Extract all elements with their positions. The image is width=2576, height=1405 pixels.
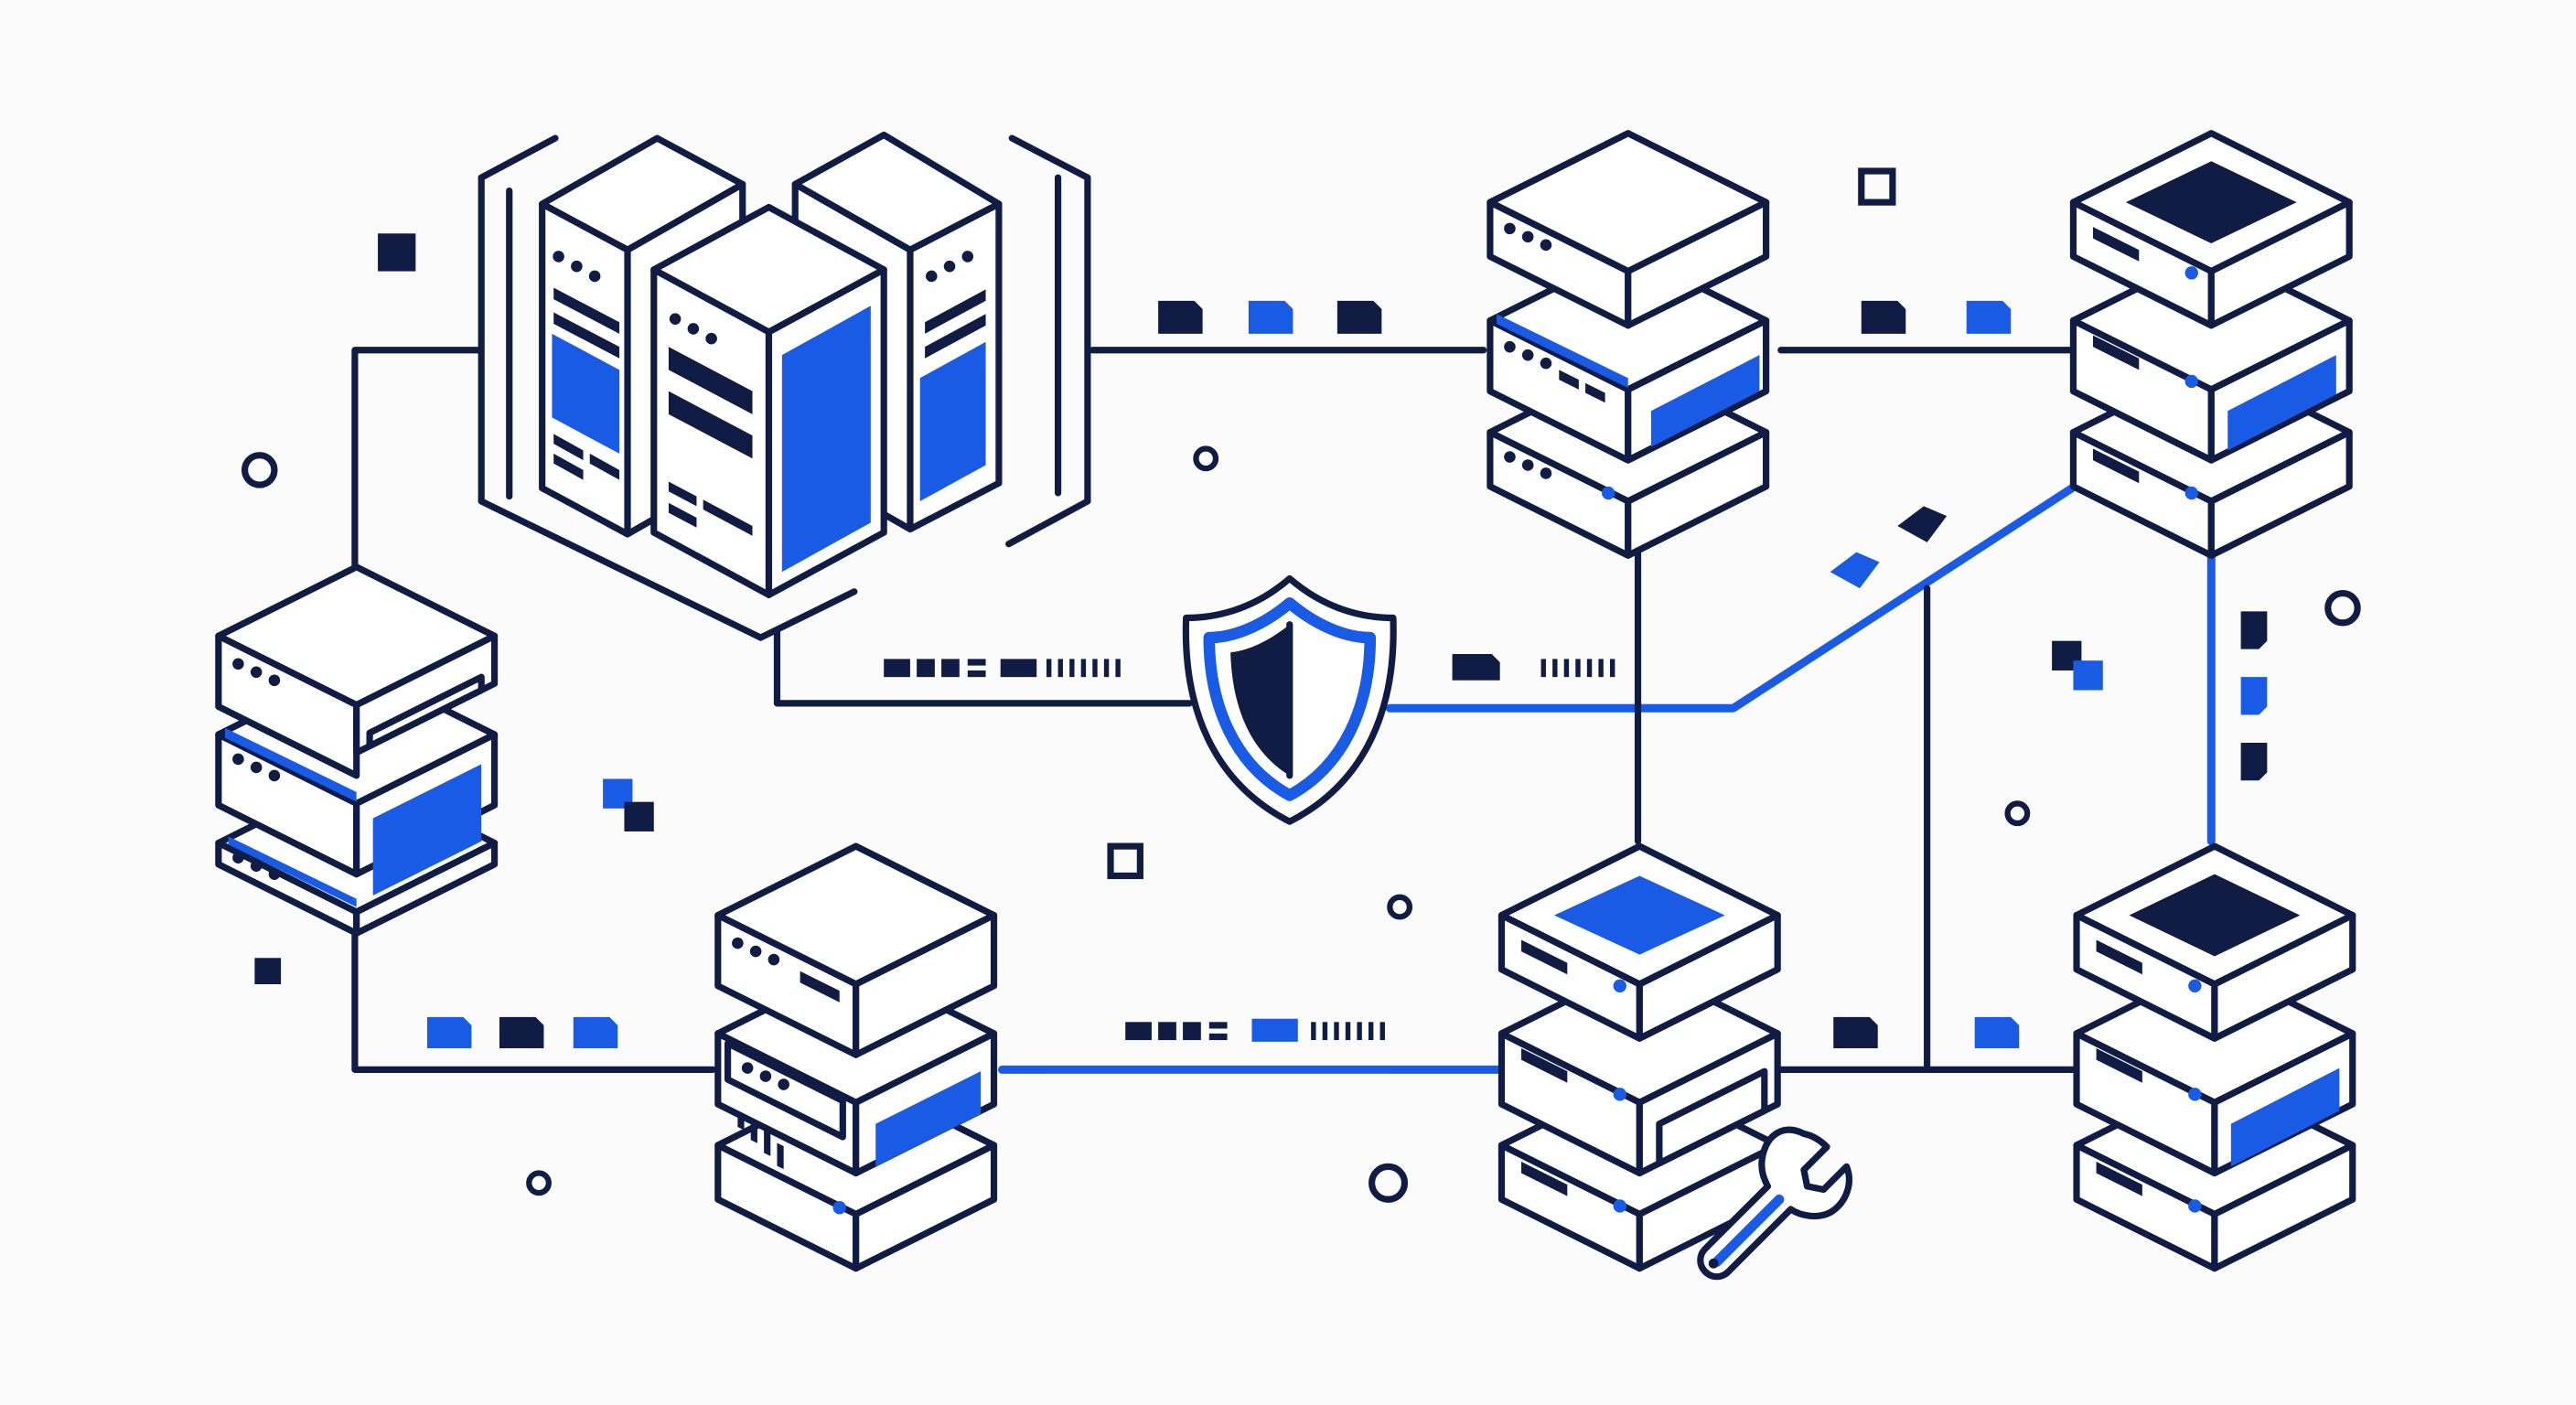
wrench-icon [1697,1126,1852,1281]
deco-square-outline [1107,842,1143,880]
packet [426,1016,472,1049]
server-stack-bottom-right [2073,842,2356,1272]
packet [2240,677,2268,715]
deco-square [624,801,654,831]
shield-icon [1182,574,1397,825]
server-unit [215,563,499,779]
code-label-cluster-shield [884,659,1121,678]
packet [2240,611,2268,649]
decorations [242,167,2361,1203]
packet [499,1016,544,1049]
deco-ring [2324,589,2361,627]
server-unit [2069,130,2353,329]
deco-square-outline [1858,167,1896,206]
packet [1452,654,1500,681]
connection-lines [351,347,2216,1074]
server-stack-bottom-left [714,842,998,1272]
rack-center [650,203,887,598]
code-label-shield-right [1540,659,1615,678]
server-unit [714,842,998,1058]
server-stack-bottom-center [1497,842,1781,1272]
packet [1158,300,1203,334]
server-stack-top-center [1487,130,1770,559]
code-label-bottom-center [1125,1018,1385,1042]
packet [1833,1016,1878,1049]
packet [2240,743,2268,781]
deco-ring [242,452,278,488]
server-unit [1487,130,1770,329]
packet [1336,300,1382,334]
server-stack-left [215,563,499,937]
deco-ring [1387,894,1413,920]
packet [1974,1016,2020,1049]
server-stack-top-right [2069,130,2353,559]
packet [1861,300,1906,334]
server-unit [1497,842,1781,1042]
packet [1966,300,2012,334]
deco-square [254,958,282,984]
packet [573,1016,618,1049]
link-left-to-bottom-left [351,908,717,1073]
deco-ring [526,1170,552,1196]
data-packets [426,300,2268,1049]
deco-ring [1368,1163,1409,1203]
deco-ring [1193,445,1219,472]
packet [1897,506,1948,542]
packet [1830,552,1880,589]
link-shield-to-top-right [1385,472,2094,713]
link-cluster-to-left [351,347,483,579]
datacenter-cluster [478,131,1091,641]
link-cluster-to-shield [773,629,1193,707]
deco-square [378,233,416,272]
deco-ring [2004,800,2031,827]
deco-square [2073,660,2103,691]
server-unit [2073,842,2356,1042]
packet [1248,300,1293,334]
